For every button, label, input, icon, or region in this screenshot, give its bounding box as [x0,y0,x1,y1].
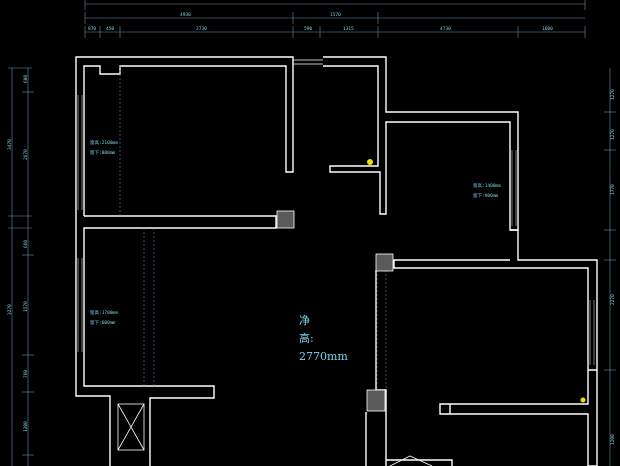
note-bedroom-r-1: 窗下:900mm [473,192,499,199]
room-notes: 窗高:2100mm 窗下:800mm 窗高:1400mm 窗下:900mm 窗高… [90,139,501,326]
dashed-guides [119,66,387,388]
column-center [375,253,394,272]
wall-left-outer-lower [75,216,111,466]
wall-bedroom-top-left [75,56,294,216]
left-dimension-group: 3470 3270 600 2670 660 1570 760 1200 [7,67,34,466]
top-dim-row2-1: 450 [106,26,114,32]
yellow-marker-top [367,159,373,165]
left-dim-inner-0: 600 [23,75,29,83]
top-dim-row2-5: 4730 [440,26,451,32]
left-dim-outer-1: 3270 [7,304,13,315]
top-dim-row2-6: 1600 [542,26,553,32]
right-dim-4: 1200 [610,434,616,445]
left-dim-inner-2: 660 [23,240,29,248]
top-dim-label-b: 1570 [330,12,341,18]
top-dim-row2-2: 2730 [196,26,207,32]
note-bedroom-r-0: 窗高:1400mm [473,182,501,189]
left-dim-inner-4: 760 [23,370,29,378]
column-mid-left [276,210,295,229]
note-bedroom-tl-0: 窗高:2100mm [90,139,118,146]
shaft-box [117,403,145,451]
center-label-line1: 净 [299,313,310,327]
note-living-l-0: 窗高:1700mm [90,309,118,316]
center-label-line2: 高: [299,331,314,345]
center-height-label: 净 高: 2770mm [299,313,348,363]
shaft-cross [117,403,145,451]
top-dim-row2-3: 590 [304,26,312,32]
left-dim-inner-5: 1200 [23,421,29,432]
wall-bottom-center [386,459,453,466]
left-dim-inner-3: 1570 [23,301,29,312]
note-bedroom-tl-1: 窗下:800mm [90,149,116,156]
markers [367,159,586,403]
left-dim-inner-1: 2670 [23,149,29,160]
top-dim-row2-4: 1315 [343,26,354,32]
left-dim-outer-0: 3470 [7,139,13,150]
wall-living-left [83,215,277,466]
structural-columns [276,210,394,412]
door-arc-bottom [389,455,433,466]
note-living-l-1: 窗下:600mm [90,319,116,326]
right-dim-0: 1270 [610,89,616,100]
right-dimension-group: 1270 1270 1770 2270 1200 [604,68,616,466]
wall-center-vertical [375,270,387,466]
floor-plan-walls [75,56,598,466]
wall-lower-right [439,370,598,466]
top-dimension-group: 4930 1570 870 450 2730 590 1315 4730 160… [84,0,586,38]
center-label-line3: 2770mm [299,350,348,363]
top-dim-label-a: 4930 [180,12,191,18]
wall-top-right-block [323,56,519,231]
wall-right-mid [393,229,598,371]
right-dim-2: 1770 [610,184,616,195]
right-dim-3: 2270 [610,294,616,305]
column-lower-center [366,389,386,412]
yellow-marker-bottom [580,397,586,403]
right-dim-1: 1270 [610,129,616,140]
top-dim-row2-0: 870 [88,26,96,32]
